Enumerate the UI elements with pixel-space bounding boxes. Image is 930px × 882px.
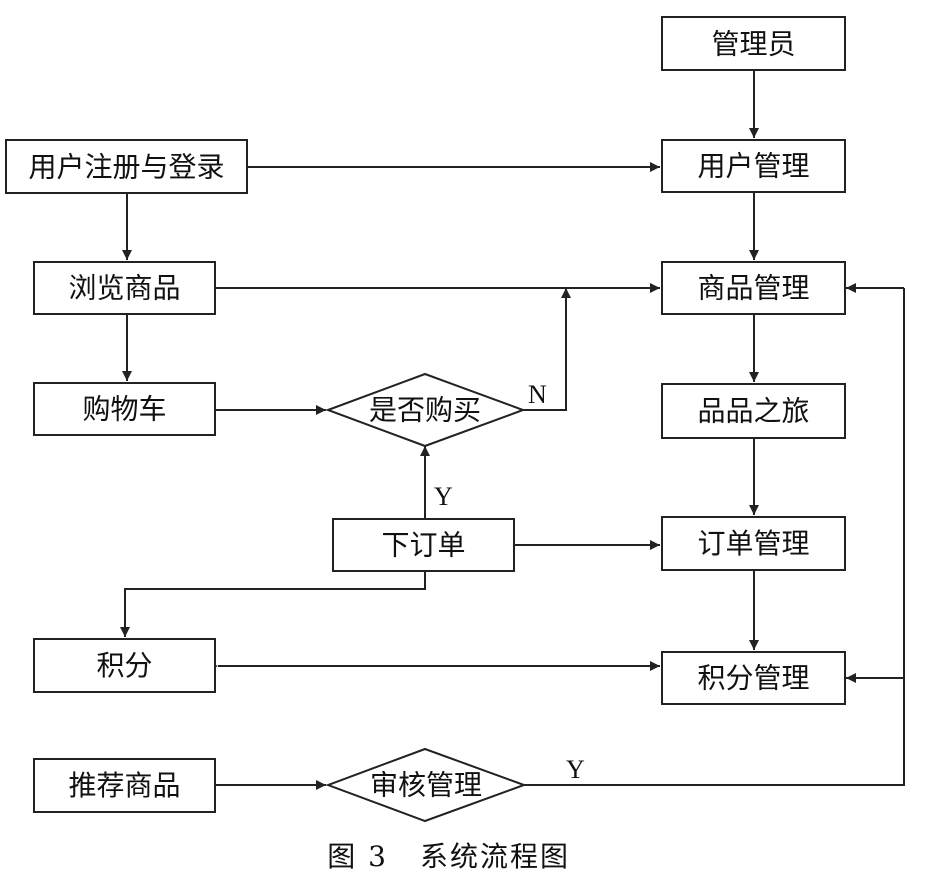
- node-points-mgmt-label: 积分管理: [697, 662, 809, 695]
- edge-place-order-to-points: [120, 571, 426, 637]
- edge-label-yes-review: Y: [566, 755, 585, 784]
- caption-figure-number: 图 3: [327, 840, 388, 873]
- node-place-order: 下订单: [332, 518, 515, 572]
- node-register-login-label: 用户注册与登录: [28, 151, 224, 184]
- node-admin: 管理员: [661, 16, 846, 71]
- node-user-mgmt-label: 用户管理: [697, 150, 809, 183]
- node-cart: 购物车: [33, 382, 216, 436]
- node-browse: 浏览商品: [33, 261, 216, 315]
- node-points: 积分: [33, 638, 216, 693]
- node-decide-buy: 是否购买: [325, 372, 526, 448]
- node-review-mgmt: 审核管理: [325, 747, 527, 823]
- node-points-mgmt: 积分管理: [661, 651, 846, 705]
- node-decide-buy-label: 是否购买: [369, 394, 481, 427]
- node-register-login: 用户注册与登录: [5, 139, 248, 194]
- node-browse-label: 浏览商品: [68, 272, 180, 305]
- figure-caption: 图 3 系统流程图: [327, 840, 570, 873]
- edge-review-yes-to-right-bus: [524, 288, 905, 786]
- node-order-mgmt: 订单管理: [661, 516, 846, 571]
- edge-decide-no-to-product-mgmt: [523, 288, 571, 411]
- edges: [120, 70, 905, 790]
- edge-label-no: N: [528, 380, 547, 409]
- node-product-mgmt: 商品管理: [661, 261, 846, 315]
- node-cart-label: 购物车: [82, 393, 166, 426]
- node-journey-label: 品品之旅: [697, 395, 809, 428]
- node-review-mgmt-label: 审核管理: [370, 769, 482, 802]
- edge-label-yes-order: Y: [434, 482, 453, 511]
- node-place-order-label: 下订单: [381, 529, 465, 562]
- node-product-mgmt-label: 商品管理: [697, 272, 809, 305]
- node-points-label: 积分: [96, 649, 152, 682]
- node-user-mgmt: 用户管理: [661, 139, 846, 193]
- node-order-mgmt-label: 订单管理: [697, 527, 809, 560]
- node-recommend-label: 推荐商品: [68, 769, 180, 802]
- node-journey: 品品之旅: [661, 383, 846, 439]
- caption-title: 系统流程图: [420, 840, 570, 873]
- node-admin-label: 管理员: [711, 28, 795, 61]
- node-recommend: 推荐商品: [33, 758, 216, 813]
